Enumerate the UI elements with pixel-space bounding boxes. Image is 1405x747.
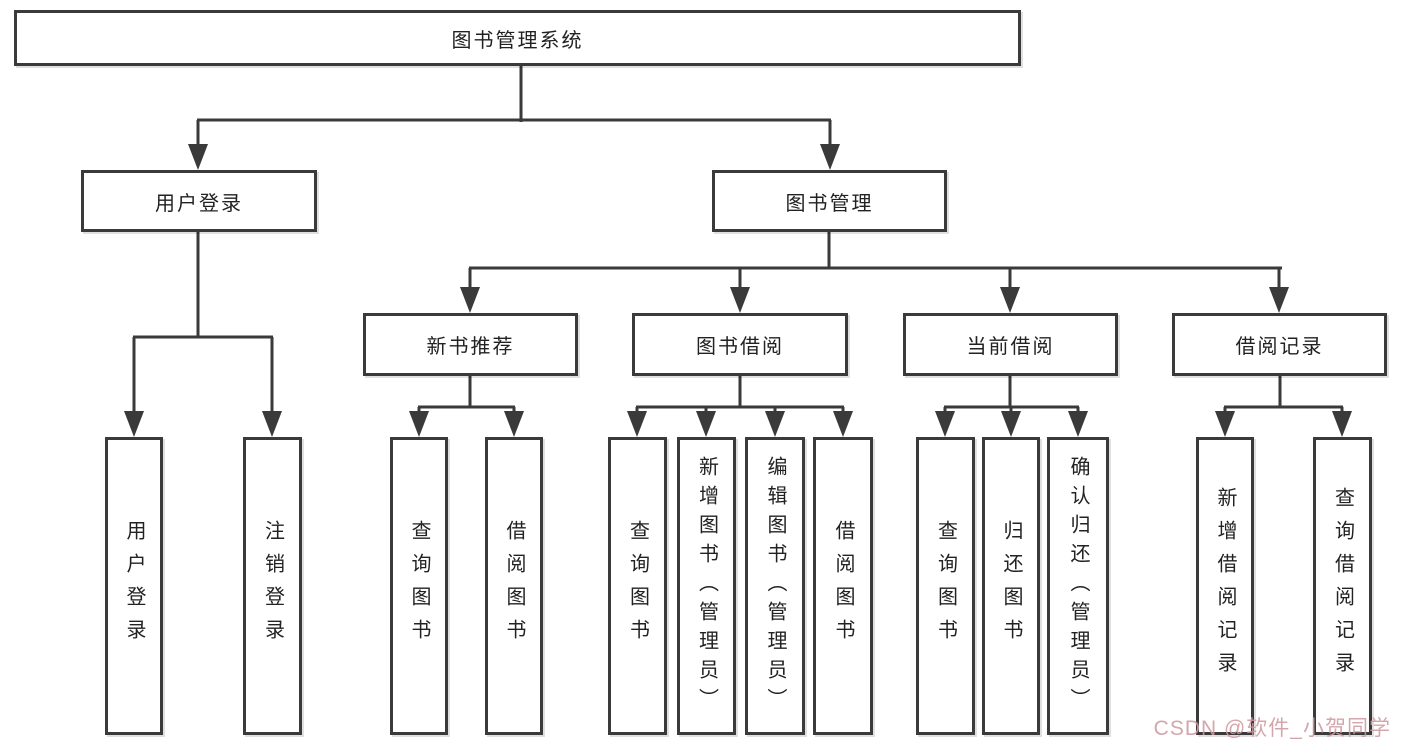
connector-bookborrow-to-leaves (635, 376, 845, 415)
node-library-management-system: 图书管理系统 (14, 10, 1021, 66)
connector-bookmgmt-to-level3 (468, 232, 1282, 291)
connector-currentborrow-to-leaves (943, 376, 1080, 415)
node-leaf-query-borrow-record: 查询借阅记录 (1313, 437, 1372, 735)
node-leaf-borrow-books-2: 借阅图书 (813, 437, 873, 735)
node-leaf-logout: 注销登录 (243, 437, 302, 735)
node-leaf-confirm-return-admin: 确认归还（管理员） (1047, 437, 1109, 735)
node-leaf-add-borrow-record: 新增借阅记录 (1196, 437, 1254, 735)
node-leaf-edit-books-admin: 编辑图书（管理员） (745, 437, 805, 735)
node-current-borrowing: 当前借阅 (903, 313, 1118, 376)
node-book-management-branch: 图书管理 (712, 170, 947, 232)
node-leaf-query-books-2: 查询图书 (608, 437, 667, 735)
node-leaf-add-books-admin: 新增图书（管理员） (677, 437, 736, 735)
node-book-borrowing: 图书借阅 (632, 313, 848, 376)
node-borrowing-records: 借阅记录 (1172, 313, 1387, 376)
node-new-book-recommend: 新书推荐 (363, 313, 578, 376)
node-user-login-branch: 用户登录 (81, 170, 317, 232)
node-leaf-user-login: 用户登录 (105, 437, 163, 735)
connector-borrowrecord-to-leaves (1223, 376, 1344, 415)
arrowheads (124, 144, 1352, 437)
connector-newbook-to-leaves (417, 376, 516, 415)
connector-root-to-level2 (196, 66, 832, 148)
csdn-watermark: CSDN @软件_小贺同学 (1153, 717, 1391, 740)
node-leaf-query-books: 查询图书 (390, 437, 448, 735)
connector-userlogin-to-leaves (132, 232, 274, 415)
node-leaf-borrow-books: 借阅图书 (485, 437, 543, 735)
node-leaf-query-books-3: 查询图书 (916, 437, 975, 735)
node-leaf-return-books: 归还图书 (982, 437, 1040, 735)
